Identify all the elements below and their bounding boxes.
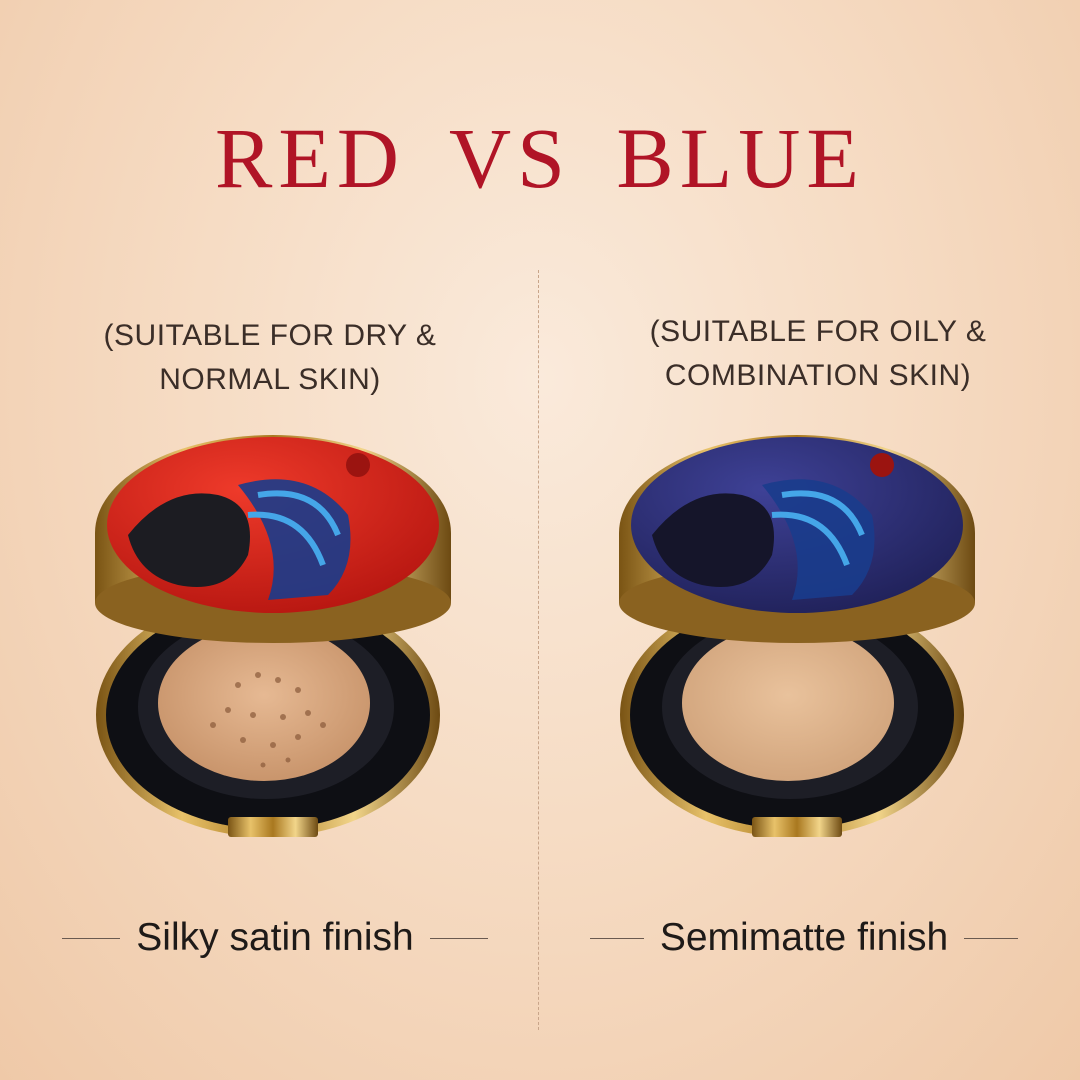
blue-finish-rule-left [590,937,644,939]
red-suitability-text: (SUITABLE FOR DRY & NORMAL SKIN) [50,314,490,402]
center-divider [538,270,539,1030]
page-title: RED VS BLUE [215,110,865,206]
blue-finish-rule-right [964,937,1018,939]
blue-finish-label: Semimatte finish [590,910,1018,966]
red-finish-rule-right [429,937,488,939]
red-finish-label: Silky satin finish [62,910,488,966]
blue-suitability-text: (SUITABLE FOR OILY & COMBINATION SKIN) [598,310,1038,398]
blue-cushion-compact-image [619,435,975,837]
blue-suitability-line-2: COMBINATION SKIN) [664,359,972,392]
red-finish-rule-left [62,937,121,939]
red-suitability-line-2: NORMAL SKIN) [159,363,381,396]
red-suitability-line-1: (SUITABLE FOR DRY & [103,319,437,352]
red-finish-text: Silky satin finish [136,916,414,959]
blue-finish-text: Semimatte finish [659,916,949,959]
red-cushion-compact-image [95,435,451,837]
blue-suitability-line-1: (SUITABLE FOR OILY & [649,315,987,348]
